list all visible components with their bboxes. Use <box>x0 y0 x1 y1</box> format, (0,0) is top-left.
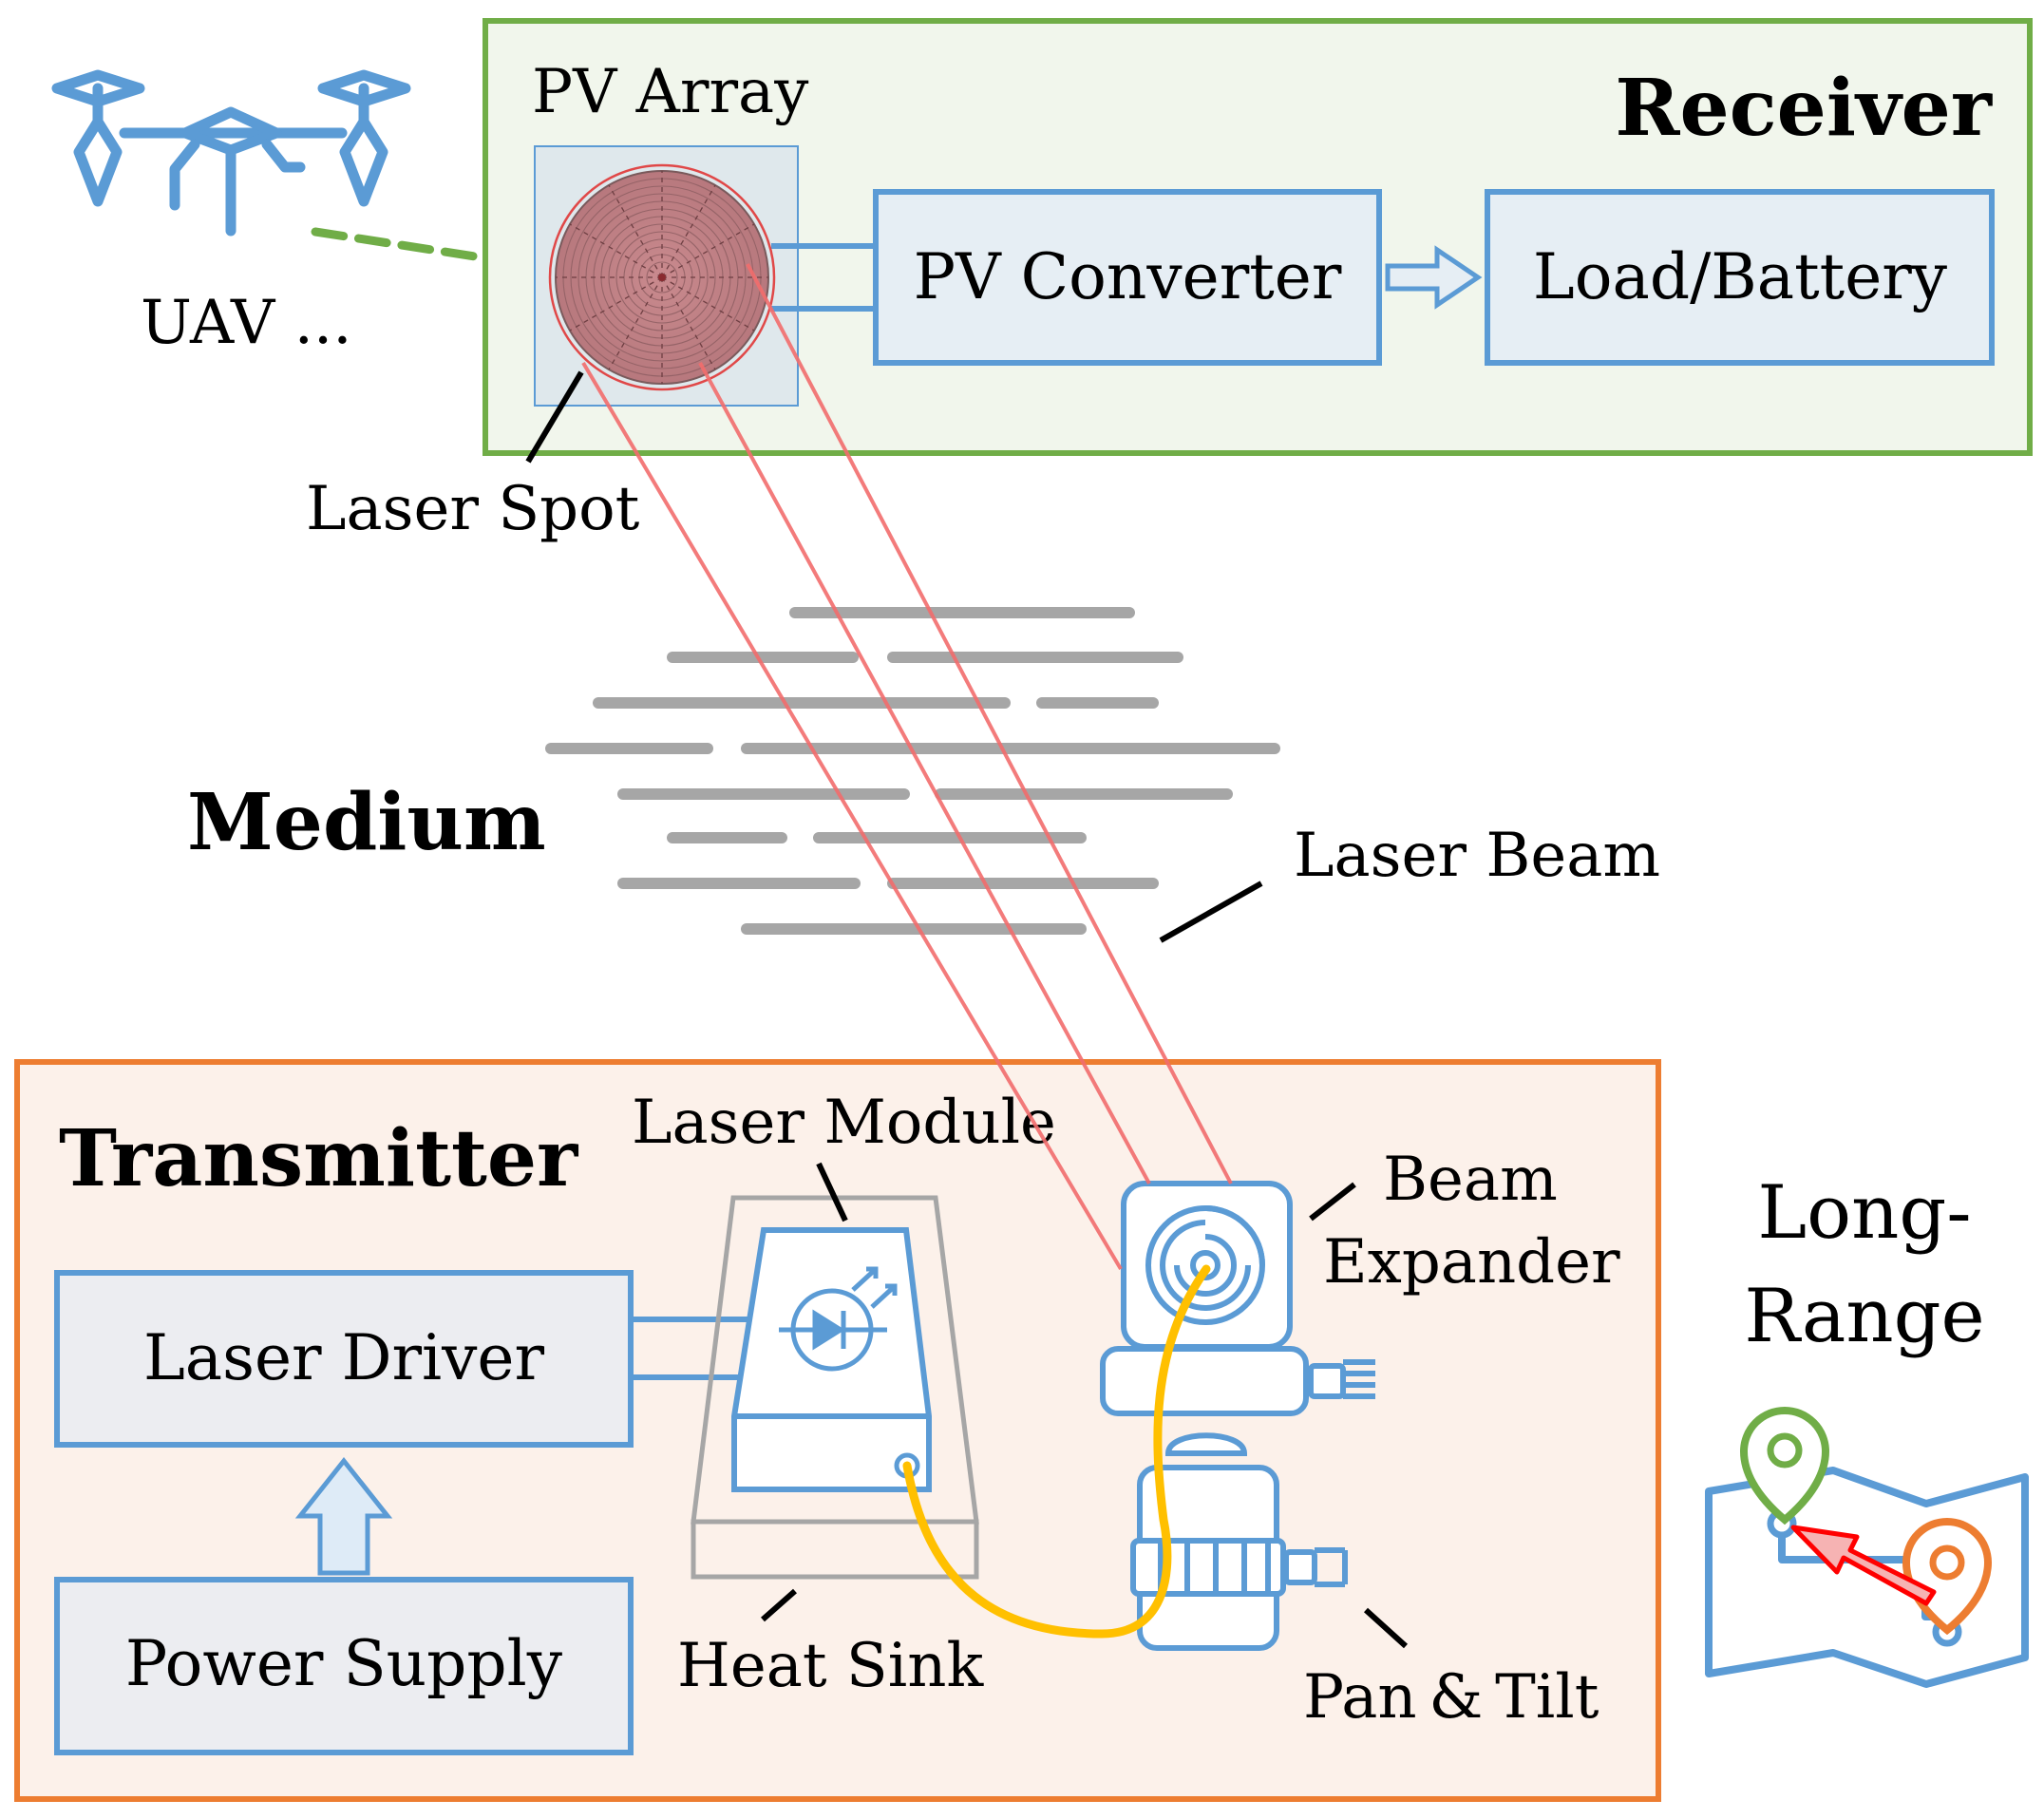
laser-beam-leader <box>1159 881 1263 943</box>
pv-converter-label: PV Converter <box>914 240 1342 313</box>
laser-beam-label: Laser Beam <box>1294 821 1660 891</box>
uav-drone-icon <box>51 69 411 237</box>
uav-link-dashed <box>311 227 480 261</box>
heat-sink-base <box>691 1519 979 1580</box>
receiver-group: Receiver PV Array <box>306 18 2033 544</box>
load-battery-label: Load/Battery <box>1533 240 1948 313</box>
pan-tilt-leader <box>1363 1607 1409 1649</box>
beam-expander-leader <box>1309 1182 1356 1222</box>
heat-sink-label: Heat Sink <box>677 1631 984 1701</box>
pan-tilt-label: Pan & Tilt <box>1303 1662 1599 1733</box>
load-battery-box <box>1485 189 1995 366</box>
laser-module-body <box>731 1227 932 1492</box>
beam-expander-label-1: Beam <box>1383 1145 1558 1215</box>
transmitter-title: Transmitter <box>59 1113 579 1204</box>
laser-spot-label: Laser Spot <box>306 474 640 544</box>
laser-driver-box <box>54 1270 634 1448</box>
laser-spot-leader <box>525 370 584 464</box>
laser-beam <box>581 263 1233 1271</box>
laser-spot <box>548 163 776 391</box>
laser-driver-label: Laser Driver <box>143 1321 545 1394</box>
converter-to-load-arrow <box>1385 245 1483 310</box>
heat-sink-leader <box>761 1588 797 1622</box>
medium-title: Medium <box>187 777 546 868</box>
laser-module-leader <box>816 1162 848 1222</box>
long-range-line2: Range <box>1744 1274 1984 1359</box>
receiver-title: Receiver <box>1615 63 1993 154</box>
power-supply-label: Power Supply <box>125 1627 563 1700</box>
medium-cloud <box>545 607 1280 935</box>
laser-module-label: Laser Module <box>632 1088 1056 1158</box>
long-range-arrow <box>1790 1525 1937 1606</box>
destination-pin-icon <box>1739 1407 1830 1525</box>
pan-tilt-mount <box>1100 1346 1375 1651</box>
uav-label: UAV ... <box>141 288 352 358</box>
long-range-line1: Long- <box>1757 1170 1971 1256</box>
transmitter-group: Transmitter Laser Driver Power Supply <box>14 1059 1661 1802</box>
power-to-driver-arrow <box>294 1456 393 1576</box>
pv-array-label: PV Array <box>532 57 808 127</box>
beam-expander-label-2: Expander <box>1323 1227 1620 1298</box>
optical-fiber <box>902 1264 1211 1639</box>
laser-diode-icon <box>779 1266 898 1372</box>
power-supply-box <box>54 1577 634 1755</box>
pv-converter-box <box>873 189 1382 366</box>
